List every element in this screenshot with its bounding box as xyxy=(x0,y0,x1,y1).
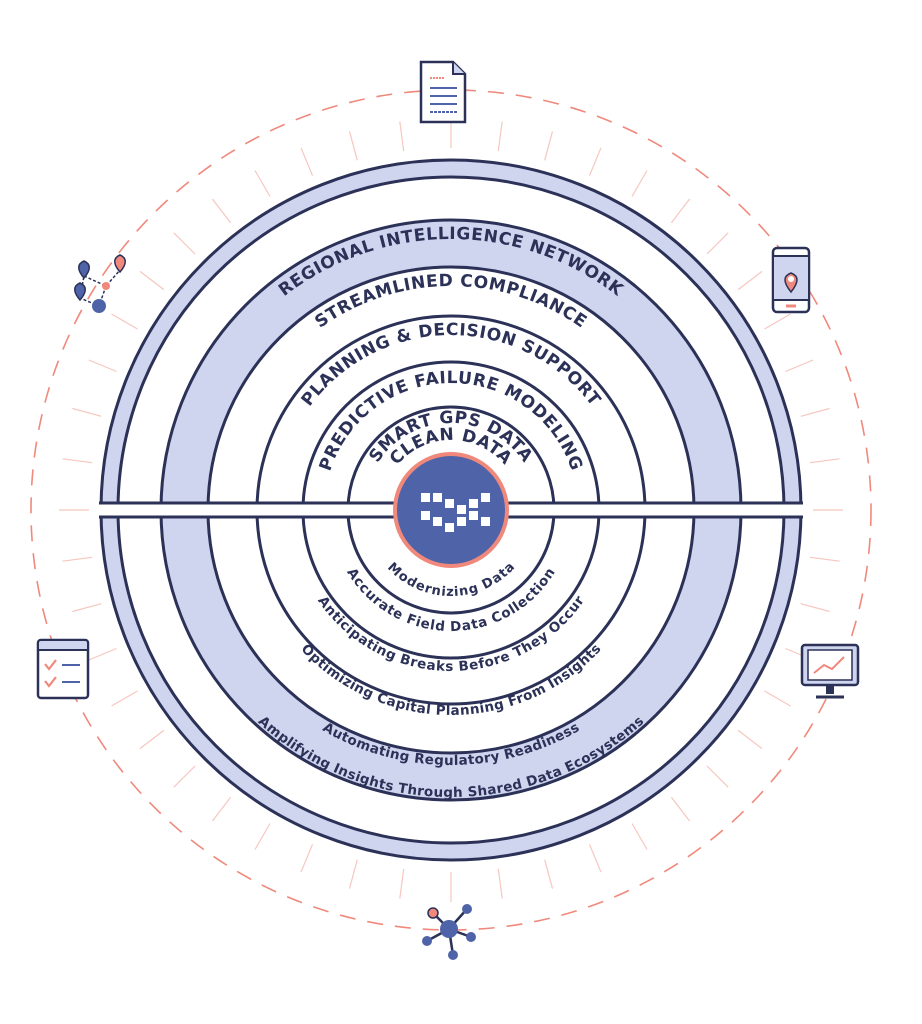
orbit-tick xyxy=(139,729,165,750)
orbit-tick xyxy=(497,121,503,152)
orbit-tick xyxy=(72,407,102,417)
orbit-tick xyxy=(785,359,814,373)
orbit-tick xyxy=(348,131,358,161)
orbit-tick xyxy=(800,407,830,417)
network-nodes-icon xyxy=(422,904,476,960)
orbit-tick xyxy=(399,868,405,899)
orbit-tick xyxy=(631,823,648,850)
orbit-tick xyxy=(72,603,102,613)
orbit-tick xyxy=(211,796,232,822)
orbit-tick xyxy=(254,170,271,197)
orbit-tick xyxy=(670,796,691,822)
map-route-icon xyxy=(74,254,126,313)
orbit-tick xyxy=(809,556,840,562)
orbit-tick xyxy=(588,844,602,873)
orbit-tick xyxy=(764,313,791,330)
orbit-tick xyxy=(544,859,554,889)
orbit-tick xyxy=(544,131,554,161)
orbit-tick xyxy=(88,359,117,373)
orbit-tick xyxy=(631,170,648,197)
orbit-tick xyxy=(139,270,165,291)
orbit-tick xyxy=(809,458,840,464)
map-pin-phone-icon xyxy=(771,246,811,314)
orbit-tick xyxy=(173,765,196,788)
orbit-tick xyxy=(300,147,314,176)
orbit-tick xyxy=(254,823,271,850)
orbit-tick xyxy=(348,859,358,889)
orbit-tick xyxy=(211,198,232,224)
orbit-tick xyxy=(497,868,503,899)
orbit-tick xyxy=(800,603,830,613)
orbit-tick xyxy=(737,270,763,291)
orbit-tick xyxy=(706,232,729,255)
orbit-tick xyxy=(706,765,729,788)
orbit-tick xyxy=(588,147,602,176)
orbit-tick xyxy=(764,690,791,707)
monitor-chart-icon xyxy=(800,643,860,699)
orbit-tick xyxy=(88,647,117,661)
orbit-tick xyxy=(62,556,93,562)
orbit-tick xyxy=(737,729,763,750)
orbit-tick xyxy=(111,313,138,330)
orbit-tick xyxy=(300,844,314,873)
orbit-tick xyxy=(399,121,405,152)
wave-grid-logo-icon xyxy=(421,493,490,532)
orbit-tick xyxy=(670,198,691,224)
center-logo-circle xyxy=(393,452,509,568)
orbit-tick xyxy=(62,458,93,464)
orbit-tick xyxy=(111,690,138,707)
orbit-tick xyxy=(173,232,196,255)
document-icon xyxy=(419,60,467,124)
checklist-icon xyxy=(36,638,90,700)
